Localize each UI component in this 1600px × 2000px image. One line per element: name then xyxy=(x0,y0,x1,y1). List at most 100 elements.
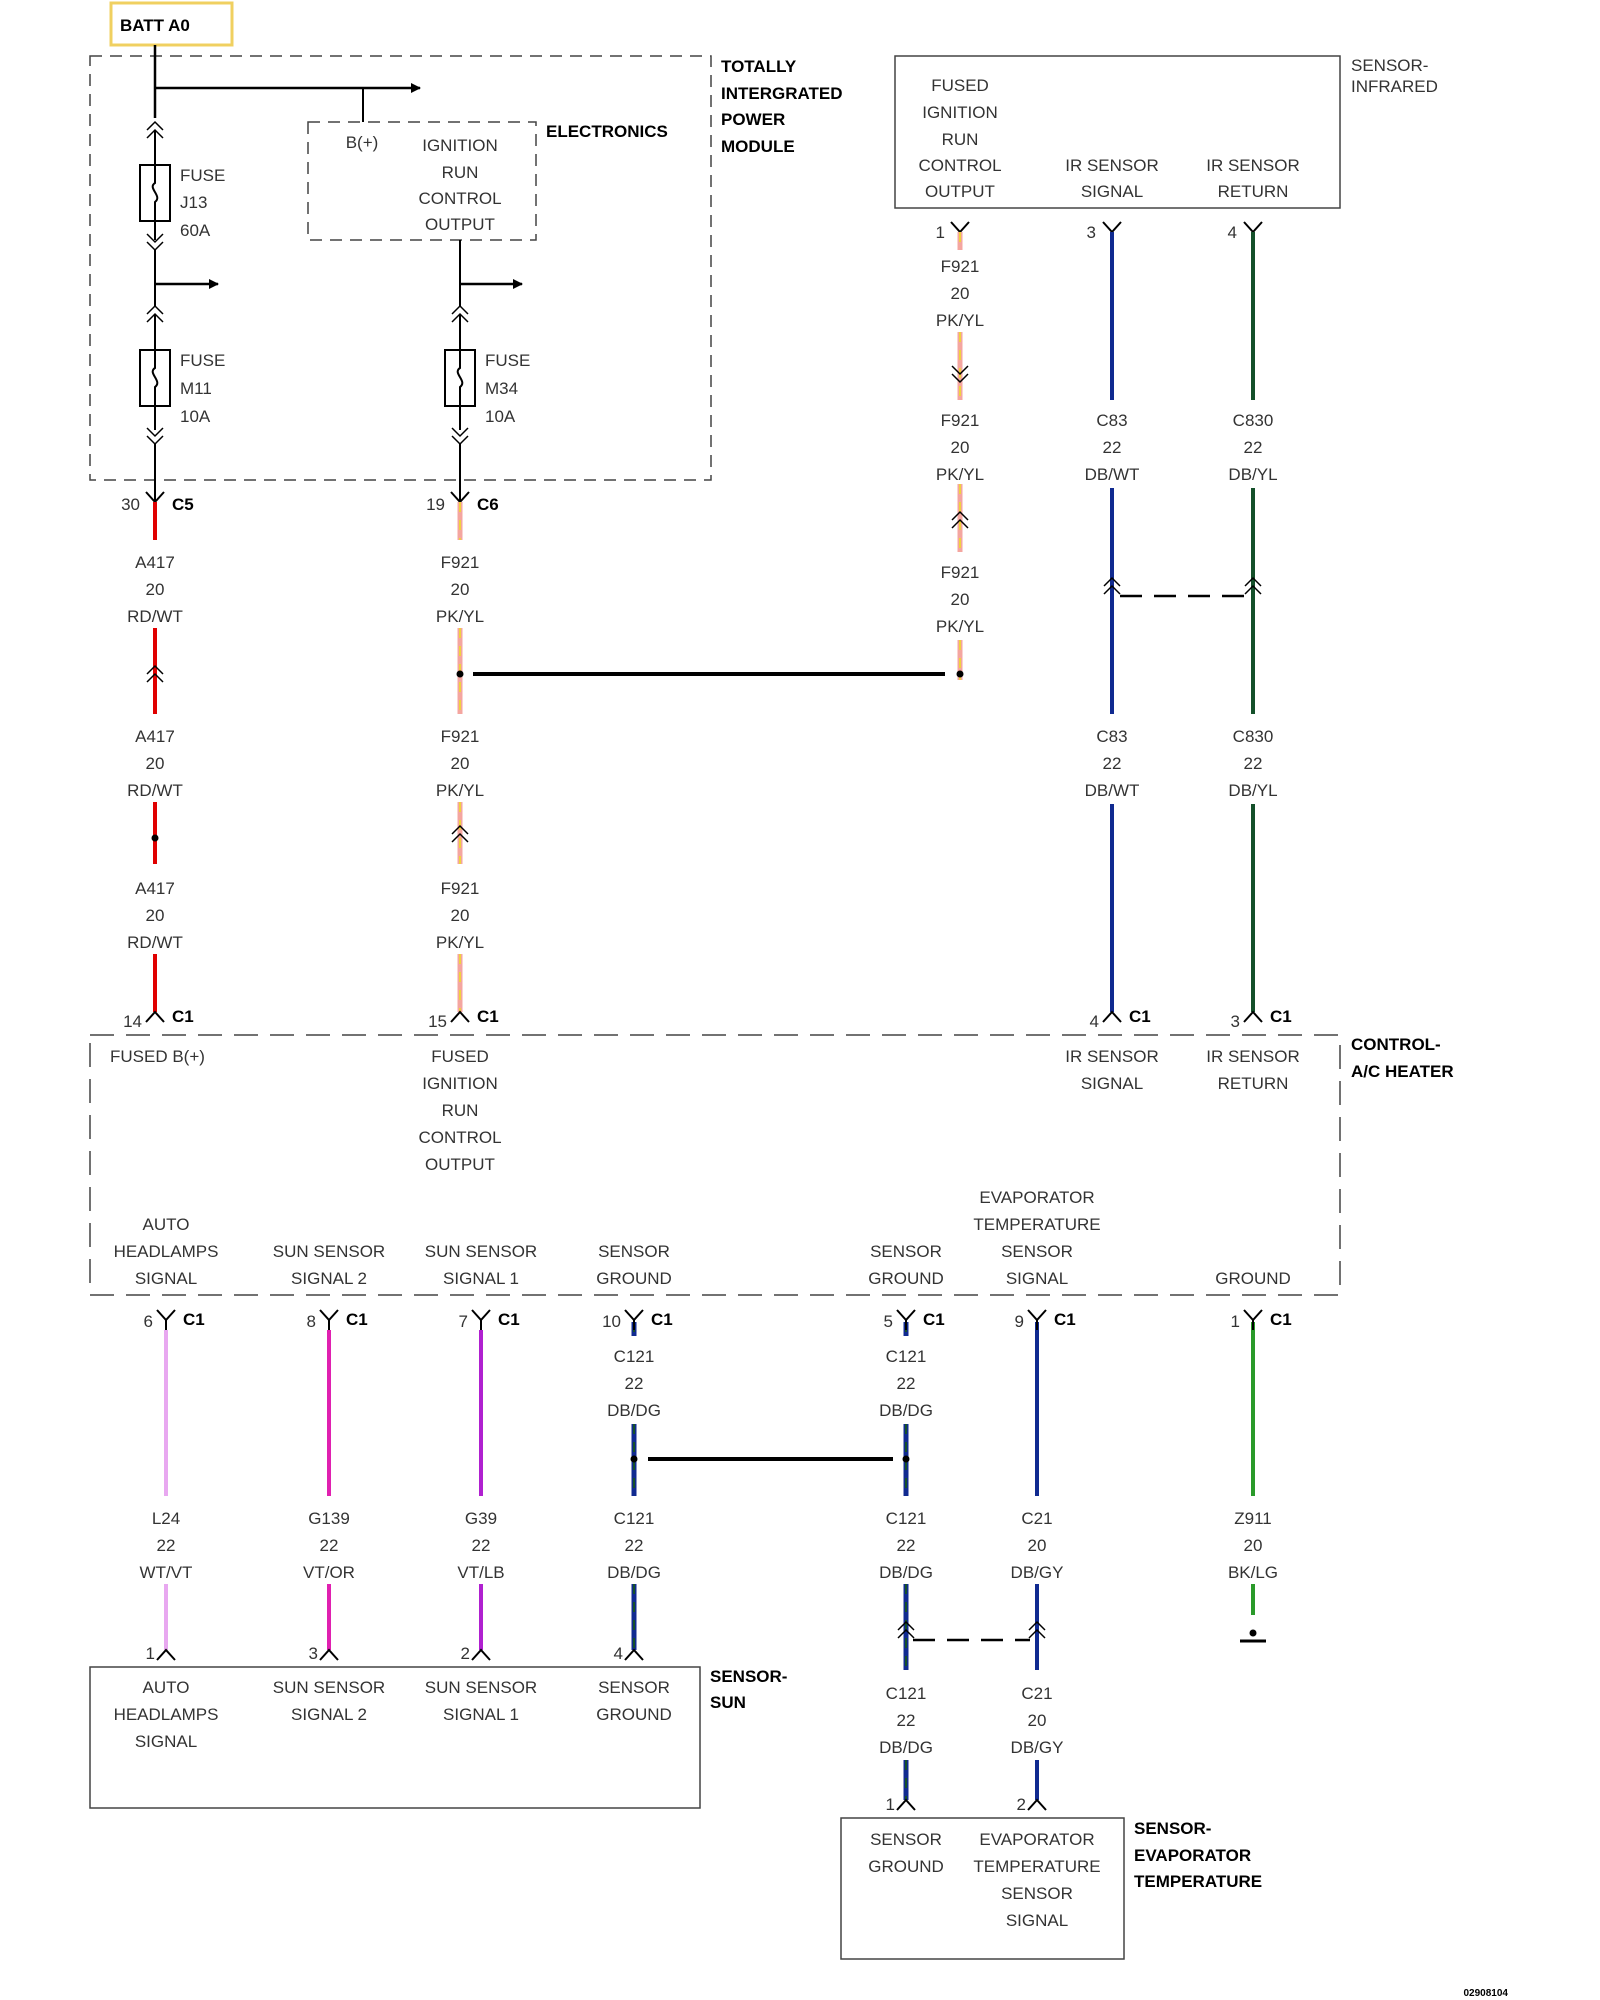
wire-label-a417-0: A417 xyxy=(135,879,175,898)
pin-number: 10 xyxy=(602,1312,621,1331)
splice-dot xyxy=(456,670,464,678)
pin-label: SENSOR xyxy=(870,1242,942,1261)
wire-label-f921-0: F921 xyxy=(441,727,480,746)
wire-label-f921-1: 20 xyxy=(951,438,970,457)
pin-label: GROUND xyxy=(1215,1269,1291,1288)
wire-label-a417-2: RD/WT xyxy=(127,781,183,800)
splice-dot xyxy=(630,1455,638,1463)
ir-pin1-label-1: FUSED xyxy=(931,76,989,95)
wire-label-c830-0: C830 xyxy=(1233,727,1274,746)
c6-conn: C6 xyxy=(477,495,499,514)
wire-label-f921-2: PK/YL xyxy=(936,311,984,330)
connector-id: C1 xyxy=(183,1310,205,1329)
pin-number: 4 xyxy=(1090,1012,1099,1031)
pin-label: TEMPERATURE xyxy=(973,1857,1100,1876)
wire-label-c83-0: C83 xyxy=(1096,411,1127,430)
wire-label-c83-1: 22 xyxy=(1103,754,1122,773)
wire-label-f921-2: PK/YL xyxy=(936,617,984,636)
pin-label: SIGNAL 2 xyxy=(291,1269,367,1288)
ir-pin4-label-1: IR SENSOR xyxy=(1206,156,1300,175)
wire-label-g139-2: VT/OR xyxy=(303,1563,355,1582)
wire-label-a417-1: 20 xyxy=(146,580,165,599)
connector-id: C1 xyxy=(1270,1310,1292,1329)
connector-id: C1 xyxy=(1054,1310,1076,1329)
wire-label-f921-2: PK/YL xyxy=(436,607,484,626)
tipm-title-1: TOTALLY xyxy=(721,57,797,76)
fuse-j13-label: FUSE xyxy=(180,166,225,185)
wire-label-z911-1: 20 xyxy=(1244,1536,1263,1555)
wire-label-c83-2: DB/WT xyxy=(1085,465,1140,484)
tipm-title-4: MODULE xyxy=(721,137,795,156)
wire-label-c21-1: 20 xyxy=(1028,1711,1047,1730)
wire-label-g139-1: 22 xyxy=(320,1536,339,1555)
splice-dot xyxy=(151,834,159,842)
splice-dot xyxy=(956,670,964,678)
ir-pin-3: 3 xyxy=(1087,223,1096,242)
wire-label-a417-1: 20 xyxy=(146,906,165,925)
pin-label: SUN SENSOR xyxy=(273,1678,385,1697)
ir-pin1-label-5: OUTPUT xyxy=(925,182,995,201)
fuse-m11-rating: 10A xyxy=(180,407,211,426)
pin-label: GROUND xyxy=(868,1857,944,1876)
wire-label-l24-2: WT/VT xyxy=(140,1563,193,1582)
pin-number: 5 xyxy=(884,1312,893,1331)
pin-label: HEADLAMPS xyxy=(114,1705,219,1724)
pin-label: SIGNAL xyxy=(1006,1911,1068,1930)
pin-number: 7 xyxy=(459,1312,468,1331)
wire-label-c121-0: C121 xyxy=(886,1347,927,1366)
pin-label: GROUND xyxy=(596,1705,672,1724)
wire-label-c21-2: DB/GY xyxy=(1011,1738,1064,1757)
ir-pin1-label-4: CONTROL xyxy=(918,156,1001,175)
pin-label: IR SENSOR xyxy=(1065,1047,1159,1066)
pin-number: 2 xyxy=(1017,1795,1026,1814)
wire-label-c83-0: C83 xyxy=(1096,727,1127,746)
wire-label-a417-0: A417 xyxy=(135,553,175,572)
wire-label-f921-1: 20 xyxy=(951,284,970,303)
connector-id: C1 xyxy=(1270,1007,1292,1026)
tipm-title-3: POWER xyxy=(721,110,785,129)
c5-conn: C5 xyxy=(172,495,194,514)
wire-label-c121-1: 22 xyxy=(897,1536,916,1555)
bplus-label: B(+) xyxy=(346,133,379,152)
pin-label: IR SENSOR xyxy=(1206,1047,1300,1066)
pin-label: EVAPORATOR xyxy=(979,1830,1094,1849)
ign-label-1: IGNITION xyxy=(422,136,498,155)
pin-label: GROUND xyxy=(596,1269,672,1288)
pin-label: SENSOR xyxy=(598,1678,670,1697)
connector-id: C1 xyxy=(923,1310,945,1329)
wire-label-c21-0: C21 xyxy=(1021,1509,1052,1528)
tipm-module: TOTALLY INTERGRATED POWER MODULE ELECTRO… xyxy=(89,45,843,481)
pin-label: FUSED xyxy=(431,1047,489,1066)
sensor-sun: SENSOR- SUN xyxy=(89,1666,787,1809)
pin-number: 1 xyxy=(1231,1312,1240,1331)
wire-label-f921-0: F921 xyxy=(941,563,980,582)
wire-label-c121-1: 22 xyxy=(897,1374,916,1393)
wire-label-c121-1: 22 xyxy=(625,1374,644,1393)
ground-symbol xyxy=(1240,1629,1266,1643)
pin-label: SIGNAL 1 xyxy=(443,1705,519,1724)
evap-title-3: TEMPERATURE xyxy=(1134,1872,1262,1891)
connector-c5: 30 C5 xyxy=(121,480,194,514)
wire-label-c830-2: DB/YL xyxy=(1228,781,1277,800)
wire-label-c21-0: C21 xyxy=(1021,1684,1052,1703)
wire-label-z911-0: Z911 xyxy=(1234,1509,1272,1528)
control-ac-heater: CONTROL- A/C HEATER xyxy=(89,1034,1454,1296)
evap-title-1: SENSOR- xyxy=(1134,1819,1211,1838)
wires xyxy=(146,232,1262,1800)
pin-number: 2 xyxy=(461,1644,470,1663)
wire-label-z911-2: BK/LG xyxy=(1228,1563,1278,1582)
pin-label: HEADLAMPS xyxy=(114,1242,219,1261)
inline-connector-down xyxy=(951,365,969,384)
wire-label-f921-0: F921 xyxy=(941,411,980,430)
wire-label-f921-0: F921 xyxy=(441,879,480,898)
pin-label: SIGNAL xyxy=(135,1269,197,1288)
fuse-m11-id: M11 xyxy=(180,379,212,398)
